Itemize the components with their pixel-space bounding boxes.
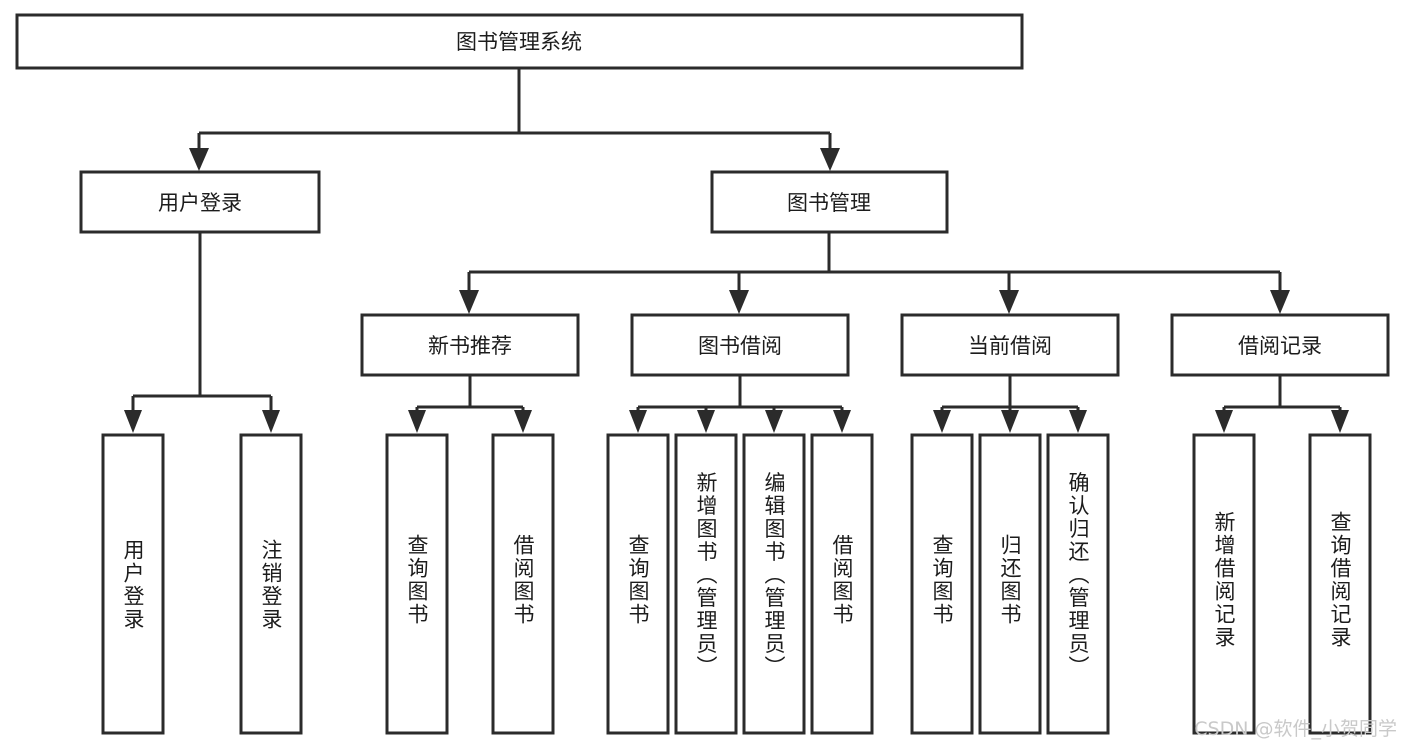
leaf-box xyxy=(385,433,449,735)
leaf-book-borrow-0[interactable]: 查询图书 xyxy=(606,433,670,735)
node-book-borrow-box xyxy=(630,313,850,377)
arrow-head-icon xyxy=(729,290,749,314)
node-new-book-rec[interactable]: 新书推荐 xyxy=(360,313,580,377)
node-borrow-record[interactable]: 借阅记录 xyxy=(1170,313,1390,377)
arrow-head-icon xyxy=(459,290,479,314)
leaf-current-borrow-2[interactable]: 确认归还（管理员） xyxy=(1046,433,1110,735)
leaf-label: 新增图书（管理员） xyxy=(694,472,718,679)
leaf-label: 注销登录 xyxy=(259,539,283,631)
leaf-label: 借阅图书 xyxy=(511,534,535,626)
node-borrow-record-label: 借阅记录 xyxy=(1238,334,1322,358)
arrow-head-icon xyxy=(697,410,715,433)
arrow-head-icon xyxy=(189,148,209,171)
leaf-box xyxy=(101,433,165,735)
node-new-book-rec-box xyxy=(360,313,580,377)
arrow-head-icon xyxy=(1069,410,1087,433)
leaf-label: 编辑图书（管理员） xyxy=(762,472,786,679)
node-book-borrow[interactable]: 图书借阅 xyxy=(630,313,850,377)
node-book-manage-box xyxy=(710,170,949,234)
arrow-head-icon xyxy=(999,290,1019,314)
arrow-head-icon xyxy=(629,410,647,433)
node-user-login[interactable]: 用户登录 xyxy=(79,170,321,234)
node-book-borrow-label: 图书借阅 xyxy=(698,334,782,358)
leaf-box xyxy=(674,433,738,735)
leaf-box xyxy=(1046,433,1110,735)
leaf-user-login-1[interactable]: 注销登录 xyxy=(239,433,303,735)
arrow-head-icon xyxy=(514,410,532,433)
leaf-new-book-rec-0[interactable]: 查询图书 xyxy=(385,433,449,735)
leaf-label: 归还图书 xyxy=(998,534,1022,626)
leaf-label: 查询图书 xyxy=(405,534,429,626)
leaf-box xyxy=(910,433,974,735)
leaf-new-book-rec-1[interactable]: 借阅图书 xyxy=(491,433,555,735)
leaf-box xyxy=(810,433,874,735)
leaf-current-borrow-1[interactable]: 归还图书 xyxy=(978,433,1042,735)
leaf-borrow-record-1[interactable]: 查询借阅记录 xyxy=(1308,433,1372,735)
node-root[interactable]: 图书管理系统 xyxy=(15,13,1024,70)
arrow-head-icon xyxy=(1270,290,1290,314)
node-user-login-label: 用户登录 xyxy=(158,191,242,215)
node-current-borrow-box xyxy=(900,313,1120,377)
leaf-book-borrow-3[interactable]: 借阅图书 xyxy=(810,433,874,735)
arrow-head-icon xyxy=(1001,410,1019,433)
arrow-head-icon xyxy=(765,410,783,433)
arrow-head-icon xyxy=(262,410,280,433)
node-borrow-record-box xyxy=(1170,313,1390,377)
node-root-box xyxy=(15,13,1024,70)
arrow-head-icon xyxy=(1331,410,1349,433)
leaf-label: 借阅图书 xyxy=(830,534,854,626)
arrow-head-icon xyxy=(1215,410,1233,433)
arrow-head-icon xyxy=(124,410,142,433)
leaf-box xyxy=(491,433,555,735)
leaf-box xyxy=(1308,433,1372,735)
arrow-head-icon xyxy=(833,410,851,433)
leaf-label: 用户登录 xyxy=(121,539,145,631)
leaf-label: 查询借阅记录 xyxy=(1328,511,1352,649)
arrow-head-icon xyxy=(408,410,426,433)
node-current-borrow-label: 当前借阅 xyxy=(968,334,1052,358)
node-current-borrow[interactable]: 当前借阅 xyxy=(900,313,1120,377)
leaf-current-borrow-0[interactable]: 查询图书 xyxy=(910,433,974,735)
leaf-box xyxy=(239,433,303,735)
leaf-user-login-0[interactable]: 用户登录 xyxy=(101,433,165,735)
leaf-box xyxy=(606,433,670,735)
node-root-label: 图书管理系统 xyxy=(456,30,582,54)
leaf-box xyxy=(978,433,1042,735)
node-new-book-rec-label: 新书推荐 xyxy=(428,334,512,358)
leaf-box xyxy=(742,433,806,735)
arrow-head-icon xyxy=(933,410,951,433)
leaf-label: 查询图书 xyxy=(930,534,954,626)
leaf-book-borrow-2[interactable]: 编辑图书（管理员） xyxy=(742,433,806,735)
leaf-label: 新增借阅记录 xyxy=(1212,511,1236,649)
leaf-borrow-record-0[interactable]: 新增借阅记录 xyxy=(1192,433,1256,735)
leaf-label: 查询图书 xyxy=(626,534,650,626)
arrow-head-icon xyxy=(820,148,840,171)
node-book-manage[interactable]: 图书管理 xyxy=(710,170,949,234)
node-book-manage-label: 图书管理 xyxy=(787,191,871,215)
leaf-label: 确认归还（管理员） xyxy=(1066,472,1090,679)
leaf-book-borrow-1[interactable]: 新增图书（管理员） xyxy=(674,433,738,735)
leaf-box xyxy=(1192,433,1256,735)
